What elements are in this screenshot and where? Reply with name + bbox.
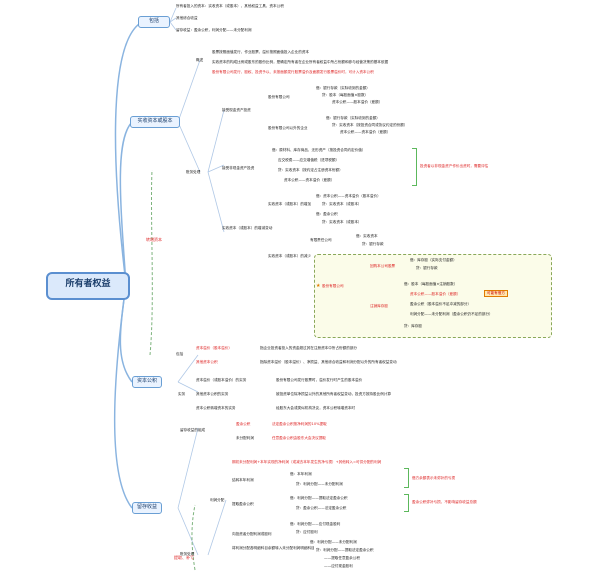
journal-line: 资本公积——资本溢价（差额）	[340, 130, 391, 134]
b4-lirun-item: 向投资者分配利润或股利	[232, 532, 272, 536]
b2-jianshao-fen-label: 有限责任公司	[310, 238, 332, 242]
journal-line: 贷：利润分配——提取法定盈余公积	[316, 548, 374, 552]
b2-jieshou-other-label: 股份有限公司以外的企业	[268, 126, 308, 130]
b2-huigou-a-label: 回购本公司股票	[370, 264, 396, 268]
journal-line: 借：本年利润	[290, 472, 312, 476]
journal-line: 贷：实收资本（或股本）	[322, 220, 362, 224]
green-bracket	[404, 468, 409, 488]
share-company-group	[314, 254, 552, 338]
journal-line: 借：银行存款（实际收到的金额）	[316, 86, 370, 90]
branch-zibengongji[interactable]: 资本公积	[132, 376, 162, 388]
b2-gaishu-item: 实收资本的构成比例或股东的股份比例，是确定所有者在企业所有者权益中所占份额和参与…	[212, 60, 389, 64]
green-bracket	[404, 494, 409, 512]
branch-baokuo[interactable]: 包括	[138, 16, 170, 28]
b2-zengjian-label: 实收资本（或股本）的增减变动	[222, 226, 273, 230]
journal-line: 利润分配——未分配利润（盈余公积仍不足的部分）	[410, 312, 493, 316]
journal-line: 借：股本（每股面值×注销股数）	[404, 282, 458, 286]
journal-line: 借：盈余公积	[316, 212, 338, 216]
journal-line: 借：利润分配——应付现金股利	[290, 522, 341, 526]
journal-line: 贷：股本（每股面值×股数）	[322, 93, 369, 97]
journal-line: 借：库存股（实际支付金额）	[410, 258, 457, 262]
star-icon: ★	[316, 283, 321, 289]
journal-line: ——应付现金股利	[324, 564, 353, 568]
b2-vertical-label: 转增资本	[146, 237, 162, 242]
b4-zhangwu-label: 账务处理	[180, 552, 195, 556]
b3-shiwu-item: 资本公积转增资本的实务	[196, 406, 236, 410]
b2-gaishu-item: 股份有限公司发行、股权、投资予以、未按面额发行股票溢价及面额发行股票溢价时，可计…	[212, 70, 374, 74]
journal-line: 贷：实收资本（按投资合同或协议约定的份额）	[332, 123, 408, 127]
b3-shiwu-desc: 经股东大会或类似机构决议，资本公积转增资本时	[276, 406, 356, 410]
journal-line: 资本公积——股本溢价（差额）	[410, 292, 461, 296]
root-node[interactable]: 所有者权益	[46, 272, 130, 300]
journal-line: 借：银行存款（实际收到的金额）	[326, 116, 380, 120]
journal-line: 资本公积——股本溢价（差额）	[332, 100, 383, 104]
b4-green-note: 借方余额表示未弥补的亏损	[412, 476, 456, 480]
journal-line: ——提取任意盈余公积	[324, 556, 360, 560]
b4-zucheng-desc: 法定盈余公积按净利润的10%提取	[272, 422, 327, 426]
journal-line: 贷：应付股利	[296, 530, 318, 534]
branch-shishou[interactable]: 实收资本或股本	[130, 116, 180, 128]
b3-shiwu-item: 其他资本公积的实务	[196, 392, 229, 396]
journal-line: 贷：实收资本（或股本）	[322, 202, 362, 206]
b3-desc: 指企业投资者投入的资金超过其在注册资本中所占份额的部分	[260, 346, 358, 350]
journal-line: 借：利润分配——未分配利润	[310, 540, 357, 544]
journal-line: 应交税费——应交增值税（进项税额）	[278, 158, 340, 162]
b3-shiwu-desc: 股份有限公司发行股票时，溢价发行时产生的股本溢价	[276, 378, 363, 382]
b4-lirun-item: 结转本年利润	[232, 478, 254, 482]
journal-line: 借：原材料、库存商品、无形资产（按投资合同约定价值）	[272, 148, 366, 152]
journal-line: 盈余公积（股本溢价不足冲减的部分）	[410, 302, 472, 306]
b2-jieshou-gufen-label: 股份有限公司	[268, 95, 290, 99]
b1-item: 所有者投入的资本：实收资本（或股本），其他权益工具，资本公积	[176, 4, 284, 8]
b3-desc: 指除资本溢价（股本溢价）、净损益、其他综合收益和利润分配以外的所有者权益变动	[260, 360, 397, 364]
b4-zucheng-desc: 任意盈余公积由股东大会决议提取	[272, 436, 326, 440]
b3-shiwu-label: 实务	[178, 392, 186, 396]
b2-zhangwu-label: 账务处理	[186, 170, 201, 174]
b3-shiwu-item: 资本溢价（或股本溢价）的实务	[196, 378, 247, 382]
b2-feixian-label: 接受非现金资产投资	[222, 166, 255, 170]
journal-line: 借：资本公积——资本溢价（股本溢价）	[316, 194, 381, 198]
callout-debit: 可能有借方	[484, 290, 508, 297]
b4-zucheng-item: 未分配利润	[236, 436, 254, 440]
b4-jiezhuan-desc: 将利润分配各明细科目余额转入未分配利润明细科目	[232, 546, 315, 550]
b2-gaishu-label: 概述	[196, 58, 204, 62]
b2-zhuxiao-label: 注销库存股	[370, 304, 388, 308]
b2-gaishu-item: 股票按照面值发行，作业股票，溢价按照面值投入企业的资本	[212, 50, 310, 54]
b4-lirun-item: 期初未分配利润+本年实现的净利润（或减去本年发生的净亏损）+其他转入=可供分配的…	[232, 460, 382, 464]
b2-huigou-label: 股份有限公司	[322, 284, 344, 288]
b4-lirun-label: 利润分配	[210, 498, 225, 502]
b4-zucheng-label: 留存收益的组成	[180, 428, 206, 432]
b1-item: 其他综合收益	[176, 16, 198, 20]
journal-line: 资本公积——资本溢价（差额）	[284, 178, 335, 182]
b4-lirun-item: 提取盈余公积	[232, 502, 254, 506]
branch-liucun[interactable]: 留存收益	[132, 502, 162, 514]
b2-zengjia-label: 实收资本（或股本）的增加	[268, 202, 312, 206]
green-bracket	[412, 148, 417, 186]
b2-jianshao-label: 实收资本（或股本）的减少	[268, 254, 312, 258]
journal-line: 借：实收资本	[356, 234, 378, 238]
b3-baokuo-item: 资本溢价（股本溢价）	[196, 346, 232, 350]
journal-line: 贷：银行存款	[362, 242, 384, 246]
b3-baokuo-item: 其他资本公积	[196, 360, 218, 364]
b4-vertical-label: 提取、补亏	[174, 555, 194, 560]
journal-line: 贷：库存股	[404, 324, 422, 328]
b2-jieshou-label: 接受现金资产投资	[222, 108, 251, 112]
b4-green-note: 盈余公积弥补亏损，不影响留存收益总额	[412, 500, 477, 504]
b3-baokuo-label: 包括	[176, 352, 184, 356]
journal-line: 贷：银行存款	[416, 266, 438, 270]
journal-line: 贷：实收资本（按约定占注册资本份额）	[278, 168, 343, 172]
journal-line: 贷：利润分配——未分配利润	[296, 482, 343, 486]
b1-item: 留存收益：盈余公积，利润分配——未分配利润	[176, 28, 252, 32]
journal-line: 贷：盈余公积——法定盈余公积	[296, 506, 347, 510]
journal-line: 借：利润分配——提取法定盈余公积	[290, 496, 348, 500]
b2-feixian-note: 投资者以非现金资产作价出资时，需要评估	[420, 164, 489, 168]
b4-zucheng-item: 盈余公积	[236, 422, 251, 426]
b3-shiwu-desc: 被投资单位除净损益以外的其他所有者权益变动，投资方按持股比例计算	[276, 392, 391, 396]
